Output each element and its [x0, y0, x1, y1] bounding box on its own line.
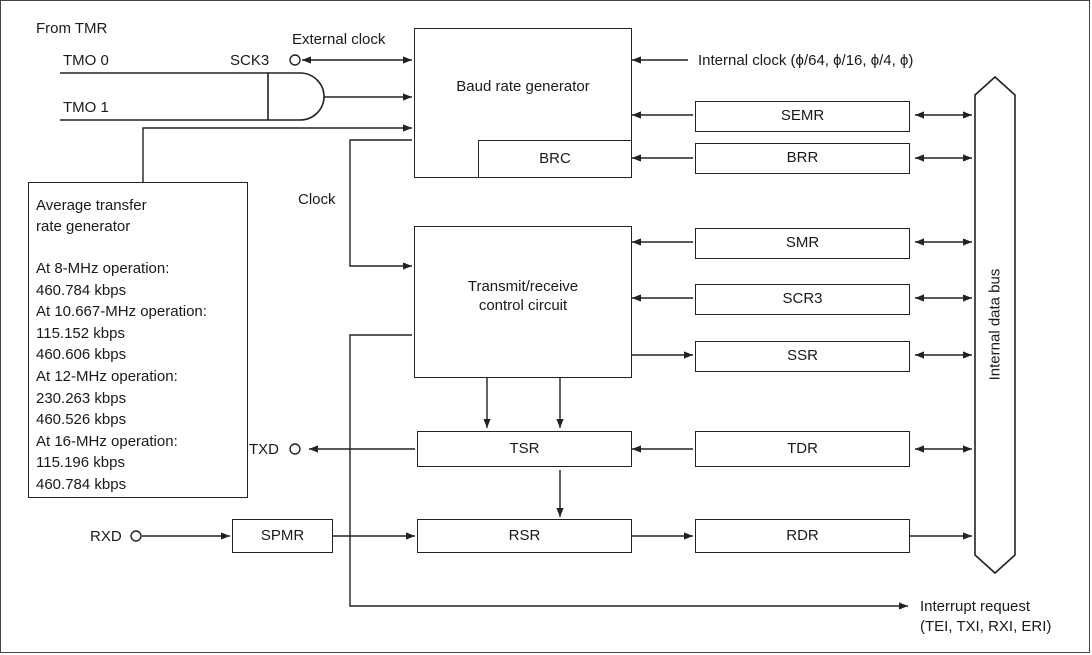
avg-rate-line: At 16-MHz operation: [36, 432, 178, 450]
avg-rate-line: 460.784 kbps [36, 281, 127, 299]
interrupt-request-label: Interrupt request [920, 598, 1031, 615]
tsr-label: TSR [509, 440, 540, 457]
rxd-label: RXD [90, 528, 122, 545]
control-label-line1: Transmit/receive [467, 278, 579, 295]
scr3-register [695, 284, 910, 315]
external-clock-label: External clock [292, 31, 386, 48]
avg-rate-line: At 8-MHz operation: [36, 260, 170, 277]
brc-block [478, 140, 632, 178]
semr-register [695, 101, 910, 132]
brc-label: BRC [539, 150, 571, 167]
interrupt-sources-label: (TEI, TXI, RXI, ERI) [920, 618, 1052, 635]
transmit-receive-control-block [414, 226, 632, 378]
tmo1-label: TMO 1 [63, 99, 109, 116]
tsr-register [417, 431, 632, 467]
spmr-label: SPMR [260, 527, 305, 544]
rsr-label: RSR [508, 527, 541, 544]
smr-label: SMR [785, 234, 820, 251]
scr3-label: SCR3 [782, 290, 823, 307]
avg-rate-line: 115.196 kbps [36, 454, 125, 472]
txd-label: TXD [249, 441, 279, 458]
rdr-label: RDR [786, 527, 819, 544]
rsr-register [417, 519, 632, 553]
avg-rate-line: At 10.667-MHz operation: [36, 303, 207, 321]
sck3-label: SCK3 [230, 52, 270, 69]
avg-rate-line: 115.152 kbps [36, 324, 125, 342]
clock-label: Clock [298, 191, 336, 208]
avg-rate-list: At 8-MHz operation: 460.784 kbps At 10.667… [36, 258, 207, 496]
avg-rate-title-line2: rate generator [36, 218, 131, 235]
avg-rate-line: 460.526 kbps [36, 411, 127, 429]
semr-label: SEMR [780, 107, 825, 124]
rdr-register [695, 519, 910, 553]
average-transfer-rate-generator-block [28, 182, 248, 498]
spmr-register [232, 519, 333, 553]
avg-rate-line: At 12-MHz operation: [36, 367, 178, 385]
ssr-label: SSR [787, 347, 818, 364]
from-tmr-label: From TMR [36, 20, 108, 37]
control-label-line2: control circuit [478, 297, 568, 314]
baud-rate-generator-label: Baud rate generator [456, 78, 590, 95]
avg-rate-line: 460.606 kbps [36, 346, 127, 364]
internal-clock-label: Internal clock (ϕ/64, ϕ/16, ϕ/4, ϕ) [698, 52, 914, 69]
tmo0-label: TMO 0 [63, 52, 109, 69]
tdr-label: TDR [787, 440, 818, 457]
ssr-register [695, 341, 910, 372]
brr-register [695, 143, 910, 174]
brr-label: BRR [786, 149, 819, 166]
internal-data-bus-label: Internal data bus [986, 268, 1004, 381]
avg-rate-line: 460.784 kbps [36, 475, 127, 493]
tdr-register [695, 431, 910, 467]
avg-rate-line: 230.263 kbps [36, 389, 127, 407]
avg-rate-title-line1: Average transfer [36, 197, 147, 214]
smr-register [695, 228, 910, 259]
